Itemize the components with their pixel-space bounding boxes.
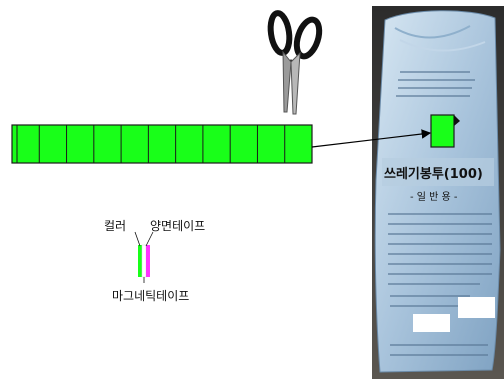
tape-cross-section [134, 231, 154, 283]
bag-title: 쓰레기봉투(100) [384, 167, 483, 182]
redaction-box [413, 314, 450, 332]
green-tape-strip [11, 124, 313, 164]
bag-photo: 쓰레기봉투(100) - 일 반 용 - [372, 6, 504, 379]
arrow-strip-to-bag [311, 129, 432, 148]
redaction-box [458, 297, 495, 318]
scissors-icon [267, 10, 323, 115]
tape-piece-on-bag [430, 114, 455, 148]
bag-subtitle: - 일 반 용 - [410, 191, 458, 203]
label-magnetic-tape: 마그네틱테이프 [112, 289, 189, 303]
label-color: 컬러 [104, 219, 126, 233]
label-double-sided-tape: 양면테이프 [150, 219, 205, 233]
